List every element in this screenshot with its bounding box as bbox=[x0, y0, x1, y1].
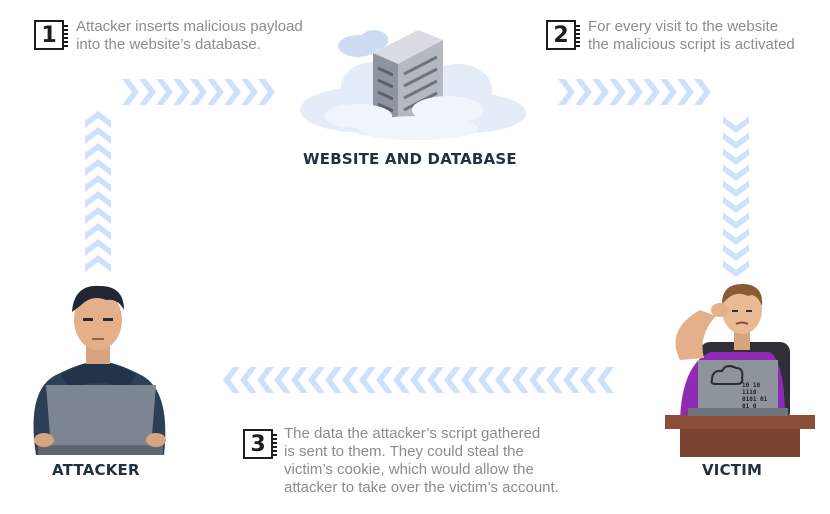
chevron-icon bbox=[85, 207, 111, 224]
chevron-icon bbox=[224, 79, 241, 105]
chevron-icon bbox=[156, 79, 173, 105]
chevron-icon bbox=[723, 164, 749, 181]
step-2-text: For every visit to the website the malic… bbox=[588, 18, 795, 54]
step-3-badge: 3 bbox=[243, 429, 277, 459]
chevron-icon bbox=[723, 132, 749, 149]
arrow-down-to-victim bbox=[723, 116, 749, 277]
chevron-icon bbox=[240, 367, 257, 393]
chevron-icon bbox=[677, 79, 694, 105]
chevron-icon bbox=[325, 367, 342, 393]
chevron-icon bbox=[223, 367, 240, 393]
screen-code-line-3: 0101 01 bbox=[742, 396, 768, 403]
chevron-icon bbox=[85, 143, 111, 160]
chevron-icon bbox=[258, 79, 275, 105]
chevron-icon bbox=[512, 367, 529, 393]
chevron-icon bbox=[393, 367, 410, 393]
step-2-line-1: For every visit to the website bbox=[588, 18, 779, 35]
chevron-icon bbox=[257, 367, 274, 393]
screen-code-line-1: 10 10 bbox=[742, 382, 761, 389]
chevron-icon bbox=[626, 79, 643, 105]
chevron-icon bbox=[609, 79, 626, 105]
chevron-icon bbox=[643, 79, 660, 105]
laptop-screen-code: 10 10 1110 0101 01 01 0 bbox=[742, 382, 767, 410]
chevron-icon bbox=[359, 367, 376, 393]
chevron-icon bbox=[580, 367, 597, 393]
chevron-icon bbox=[274, 367, 291, 393]
chevron-icon bbox=[173, 79, 190, 105]
chevron-icon bbox=[461, 367, 478, 393]
chevron-icon bbox=[546, 367, 563, 393]
chevron-icon bbox=[723, 196, 749, 213]
attacker-label: ATTACKER bbox=[52, 461, 140, 479]
chevron-icon bbox=[139, 79, 156, 105]
chevron-icon bbox=[85, 111, 111, 128]
step-3-text: The data the attacker’s script gathered … bbox=[284, 425, 559, 497]
step-3-line-4: attacker to take over the victim’s accou… bbox=[284, 479, 559, 496]
step-1-line-2: into the website’s database. bbox=[76, 36, 261, 53]
chevron-icon bbox=[694, 79, 711, 105]
chevron-icon bbox=[427, 367, 444, 393]
chevron-icon bbox=[308, 367, 325, 393]
step-1-number: 1 bbox=[41, 22, 57, 48]
victim-label: VICTIM bbox=[702, 461, 763, 479]
step-3-line-3: victim’s cookie, which would allow the bbox=[284, 461, 534, 478]
chevron-icon bbox=[660, 79, 677, 105]
chevron-icon bbox=[85, 223, 111, 240]
step-1-badge: 1 bbox=[34, 20, 68, 50]
chevron-icon bbox=[85, 191, 111, 208]
chevron-icon bbox=[85, 127, 111, 144]
chevron-icon bbox=[85, 175, 111, 192]
chevron-icon bbox=[723, 116, 749, 133]
step-3-number: 3 bbox=[250, 431, 266, 457]
chevron-icon bbox=[592, 79, 609, 105]
chevron-icon bbox=[342, 367, 359, 393]
chevron-icon bbox=[723, 148, 749, 165]
chevron-icon bbox=[723, 180, 749, 197]
chevron-icon bbox=[597, 367, 614, 393]
victim-figure bbox=[665, 284, 815, 457]
step-1-text: Attacker inserts malicious payload into … bbox=[76, 18, 303, 54]
chevron-icon bbox=[410, 367, 427, 393]
chevron-icon bbox=[241, 79, 258, 105]
chevron-icon bbox=[85, 239, 111, 256]
arrow-up-from-attacker bbox=[85, 111, 111, 272]
server-cloud-icon bbox=[300, 30, 526, 140]
arrow-website-to-victim bbox=[558, 79, 711, 105]
step-1-line-1: Attacker inserts malicious payload bbox=[76, 18, 303, 35]
step-3-line-2: is sent to them. They could steal the bbox=[284, 443, 524, 460]
step-2-line-2: the malicious script is activated bbox=[588, 36, 795, 53]
arrow-victim-to-attacker bbox=[223, 367, 614, 393]
chevron-icon bbox=[723, 244, 749, 261]
screen-code-line-4: 01 0 bbox=[742, 403, 757, 410]
chevron-icon bbox=[723, 212, 749, 229]
chevron-icon bbox=[495, 367, 512, 393]
chevron-icon bbox=[85, 255, 111, 272]
chevron-icon bbox=[291, 367, 308, 393]
chevron-icon bbox=[190, 79, 207, 105]
screen-code-line-2: 1110 bbox=[742, 389, 757, 396]
website-label: WEBSITE AND DATABASE bbox=[303, 150, 517, 168]
chevron-icon bbox=[478, 367, 495, 393]
chevron-icon bbox=[376, 367, 393, 393]
step-2-number: 2 bbox=[553, 22, 569, 48]
chevron-icon bbox=[122, 79, 139, 105]
step-2-badge: 2 bbox=[546, 20, 580, 50]
arrow-attacker-to-website bbox=[122, 79, 275, 105]
chevron-icon bbox=[723, 260, 749, 277]
chevron-icon bbox=[85, 159, 111, 176]
chevron-icon bbox=[207, 79, 224, 105]
step-3-line-1: The data the attacker’s script gathered bbox=[284, 425, 541, 442]
attacker-figure bbox=[33, 285, 166, 455]
chevron-icon bbox=[444, 367, 461, 393]
chevron-icon bbox=[563, 367, 580, 393]
chevron-icon bbox=[558, 79, 575, 105]
chevron-icon bbox=[575, 79, 592, 105]
chevron-icon bbox=[723, 228, 749, 245]
chevron-icon bbox=[529, 367, 546, 393]
